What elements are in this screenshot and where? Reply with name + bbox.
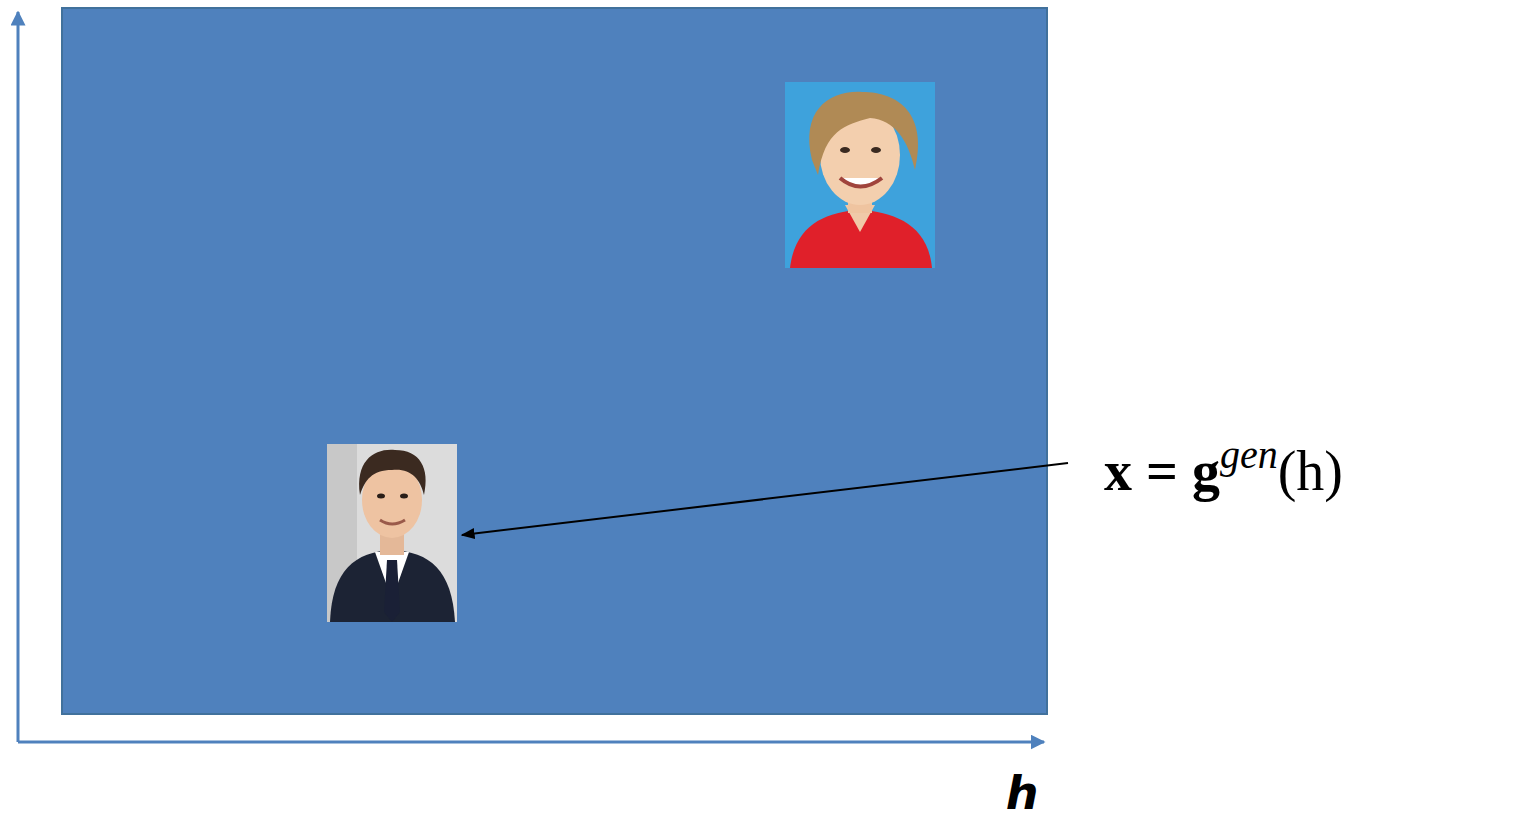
axis-label: h: [1006, 770, 1039, 816]
formula-superscript: gen: [1220, 432, 1278, 477]
latent-space-region: [62, 8, 1047, 714]
leader-arrow: [462, 463, 1068, 535]
horizontal-axis: [18, 741, 1044, 744]
formula-main: x = g: [1104, 440, 1220, 502]
portrait-woman: [785, 82, 935, 268]
formula-argument: (h): [1278, 440, 1343, 502]
vertical-axis: [17, 12, 20, 742]
formula: x = ggen(h): [1104, 431, 1343, 505]
portrait-man: [327, 444, 457, 622]
